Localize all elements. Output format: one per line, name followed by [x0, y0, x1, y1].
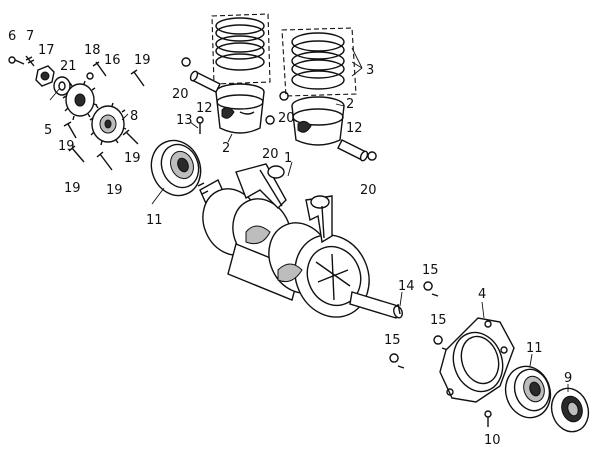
piston-ring-set-right: [281, 27, 357, 97]
label-15-mid: 15: [430, 313, 447, 328]
gear-8: [89, 102, 127, 146]
label-11-left: 11: [146, 213, 163, 228]
label-16: 16: [104, 53, 121, 68]
label-21: 21: [60, 59, 77, 74]
circlips: [181, 57, 377, 161]
label-12-right: 12: [346, 121, 363, 136]
connecting-rod-left: [235, 163, 287, 209]
piston-left: [215, 83, 265, 134]
label-20-low-right: 20: [360, 183, 377, 198]
piston-pin-right: [337, 139, 369, 162]
label-13: 13: [176, 113, 193, 128]
leader-lines: [49, 87, 569, 392]
label-2-left: 2: [222, 141, 230, 156]
gear-5: [62, 80, 98, 121]
label-1: 1: [284, 151, 292, 166]
small-screw-6: [8, 56, 25, 65]
piston-ring-set-left: [211, 13, 271, 85]
label-4: 4: [478, 287, 486, 302]
label-12-left: 12: [196, 101, 213, 116]
pin-13: [196, 116, 204, 134]
crankshaft: [197, 179, 403, 319]
label-17: 17: [38, 43, 55, 58]
label-19-top: 19: [134, 53, 151, 68]
callout-labels: 6 7 17 21 18 16 19 8 5 19 19 19 19 11 13…: [8, 29, 572, 448]
label-6: 6: [8, 29, 16, 44]
oil-plug-14: [397, 303, 401, 315]
label-19-low-left: 19: [64, 181, 81, 196]
bearing-right: [504, 365, 552, 419]
label-20-top-left: 20: [172, 87, 189, 102]
label-10: 10: [484, 433, 501, 448]
nut-17: [35, 65, 55, 87]
label-11-right: 11: [526, 341, 543, 356]
label-9: 9: [564, 371, 572, 386]
label-2-right: 2: [346, 97, 354, 112]
label-20-mid: 20: [262, 147, 279, 162]
connecting-rod-right: [305, 195, 333, 244]
screws-18-16: [86, 61, 107, 80]
bolt-10: [484, 410, 492, 427]
label-19-low-right: 19: [106, 183, 123, 198]
small-screw-7: [25, 55, 35, 67]
bearing-left: [150, 139, 202, 197]
label-5: 5: [44, 123, 52, 138]
label-8: 8: [130, 109, 138, 124]
label-14: 14: [398, 279, 415, 294]
oil-seal: [550, 387, 590, 433]
screws-19: [63, 69, 145, 171]
label-19-left: 19: [58, 139, 75, 154]
label-15-left: 15: [384, 333, 401, 348]
label-18: 18: [84, 43, 101, 58]
label-19-right: 19: [124, 151, 141, 166]
piston-right: [291, 96, 345, 146]
label-7: 7: [26, 29, 34, 44]
label-3: 3: [366, 63, 374, 78]
label-20-right: 20: [278, 111, 295, 126]
label-15-top: 15: [422, 263, 439, 278]
piston-pin-left: [189, 70, 221, 93]
retainer-plate: [439, 317, 515, 403]
